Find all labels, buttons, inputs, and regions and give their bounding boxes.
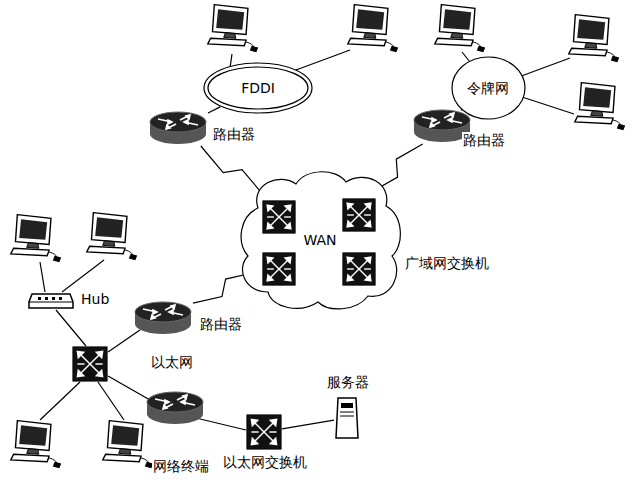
wan-switch-icon	[263, 253, 295, 285]
router-icon	[147, 392, 203, 424]
wire	[516, 58, 570, 78]
wire	[40, 382, 80, 420]
router-shape	[148, 110, 208, 146]
free-label: 广域网交换机	[404, 255, 490, 272]
wire	[462, 52, 470, 62]
computer-icon	[348, 5, 398, 53]
computer-icon	[575, 83, 625, 131]
node-label: 以太网交换机	[222, 454, 308, 471]
router-shape	[133, 300, 193, 336]
wan-switch-icon	[343, 253, 375, 285]
wire	[296, 50, 350, 70]
computer-icon	[569, 15, 619, 63]
wire	[108, 330, 140, 352]
wan-switch-icon	[343, 199, 375, 231]
router-icon	[135, 302, 191, 334]
node-label: FDDI	[241, 80, 275, 97]
pc-icon	[103, 421, 153, 469]
wire	[519, 96, 574, 114]
wire	[40, 262, 45, 292]
node-label: 令牌网	[467, 80, 509, 97]
node-label: 服务器	[326, 374, 370, 391]
ring-outline	[452, 57, 525, 119]
ring-outline	[204, 63, 312, 113]
fddi-ring: FDDI	[203, 62, 313, 114]
router: 路由器	[133, 300, 193, 336]
lan-wires	[40, 50, 574, 430]
node-label: 路由器	[462, 132, 506, 149]
switch-icon	[247, 415, 281, 449]
cloud-outline	[241, 172, 400, 309]
network-link	[282, 420, 334, 429]
node-label: WAN	[303, 232, 336, 249]
computer-icon	[208, 5, 258, 53]
computer-icon	[11, 215, 61, 263]
network-link	[208, 107, 220, 113]
server: 服务器	[334, 396, 360, 440]
ring-inner-outline	[208, 67, 308, 109]
router: 路由器	[412, 108, 472, 144]
ethernet-switch: 以太网交换机	[246, 414, 282, 450]
ethernet-switch-shape	[246, 414, 282, 450]
hub: Hub	[28, 292, 74, 310]
router-icon	[150, 112, 206, 144]
server-icon	[336, 398, 358, 438]
network-terminal-shape	[100, 418, 156, 470]
server-shape	[334, 396, 360, 440]
node-label: 路由器	[212, 126, 256, 143]
wire	[98, 382, 124, 420]
wire	[56, 310, 86, 346]
wire	[108, 376, 150, 400]
wan-cloud: WAN	[236, 168, 404, 312]
network-terminal: 网络终端	[100, 418, 156, 470]
hub-icon	[29, 294, 73, 308]
node-label: 路由器	[199, 316, 243, 333]
wire	[62, 260, 104, 292]
computer-icon	[87, 213, 137, 261]
ethernet-switch-icon	[73, 347, 107, 381]
wan-link	[201, 146, 265, 196]
wire	[196, 418, 246, 430]
free-label: 以太网	[150, 354, 194, 371]
router: 路由器	[148, 110, 208, 146]
token-ring: 令牌网	[451, 56, 526, 120]
wan-switch-icon	[263, 201, 295, 233]
node-label: Hub	[80, 291, 110, 308]
computer-icon	[11, 421, 61, 469]
hub-shape	[28, 292, 74, 310]
node-label: 网络终端	[152, 458, 210, 475]
computer-icon	[435, 5, 485, 53]
